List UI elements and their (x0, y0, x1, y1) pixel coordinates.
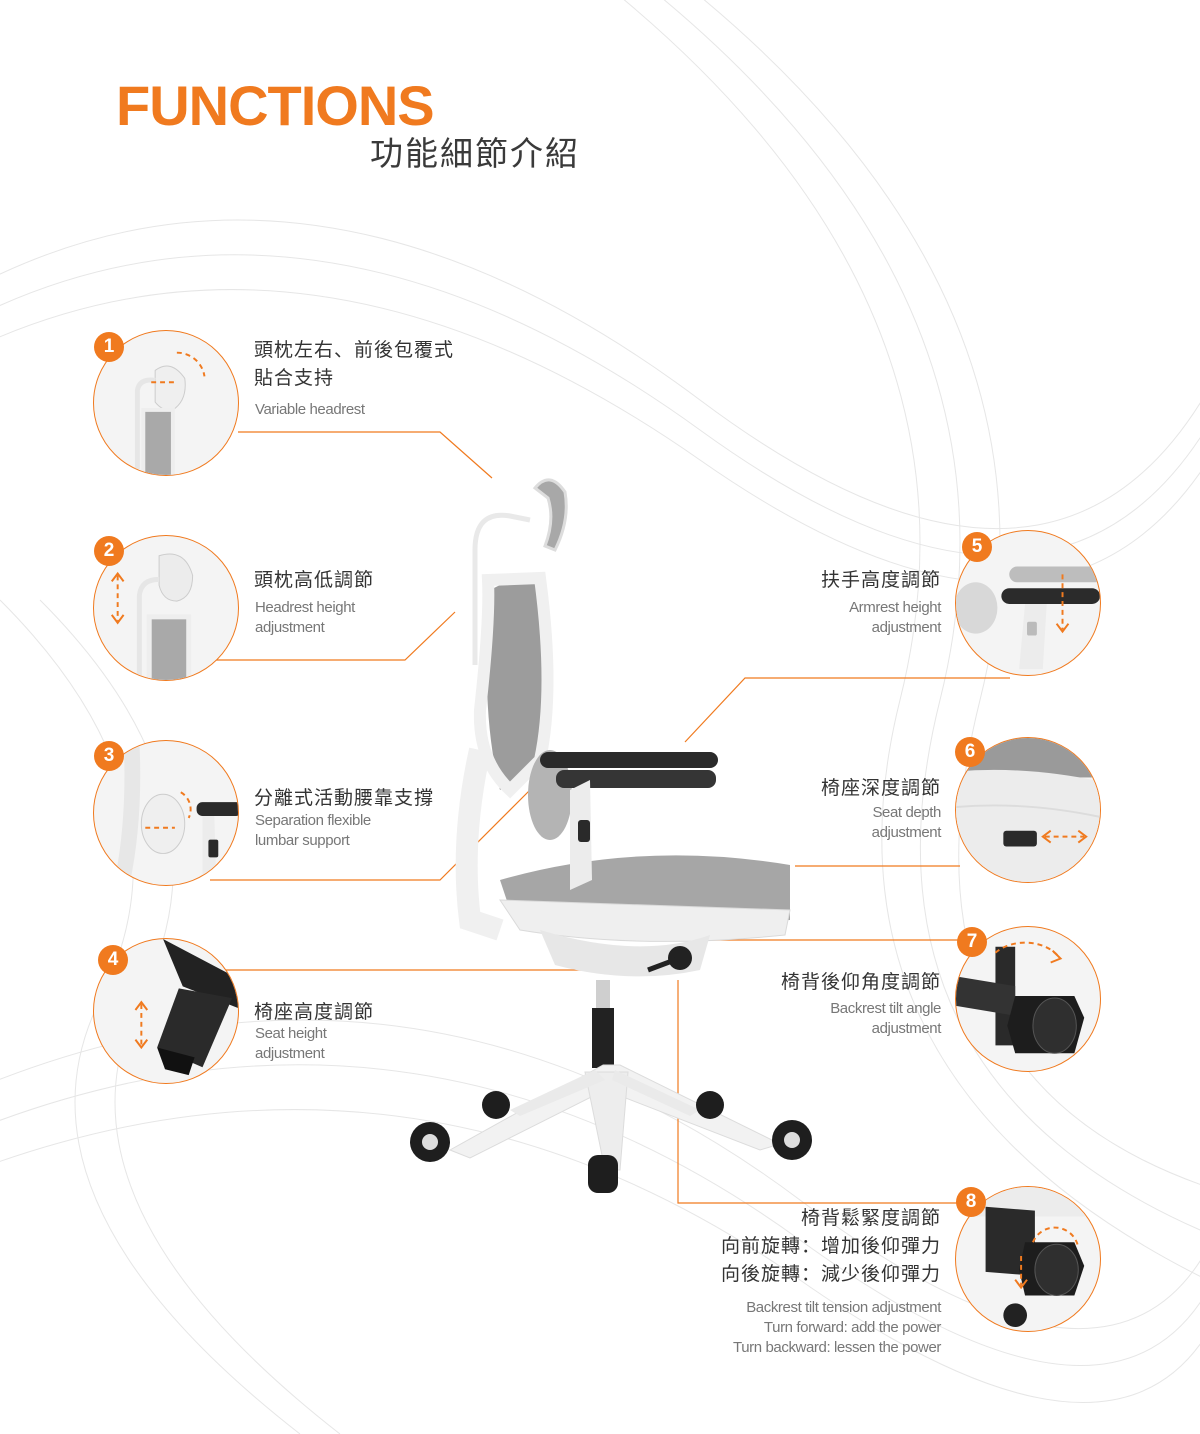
feature-2-description: Headrest height adjustment (255, 598, 355, 638)
feature-6-title: 椅座深度調節 (821, 774, 941, 802)
feature-3-desc-line: lumbar support (255, 832, 350, 849)
feature-1-title-line: 貼合支持 (254, 367, 335, 389)
headrest-icon (134, 351, 206, 475)
feature-8-title-line: 向前旋轉：增加後仰彈力 (720, 1235, 941, 1257)
feature-8-description: Backrest tilt tension adjustment Turn fo… (733, 1298, 941, 1358)
tension-knob-icon (956, 1187, 1100, 1328)
feature-4-desc-line: adjustment (255, 1045, 325, 1062)
feature-8-desc-line: Turn forward: add the power (763, 1319, 941, 1336)
feature-5-desc-line: adjustment (871, 619, 942, 636)
feature-1-desc-line: Variable headrest (255, 401, 365, 418)
page-subtitle: 功能細節介紹 (370, 134, 580, 173)
feature-4-title: 椅座高度調節 (254, 998, 374, 1026)
page-title: FUNCTIONS (116, 74, 435, 137)
feature-3-title: 分離式活動腰靠支撐 (254, 784, 434, 812)
feature-8-number-badge: 8 (956, 1187, 986, 1217)
feature-6-title-line: 椅座深度調節 (820, 777, 941, 799)
feature-4-number-badge: 4 (98, 945, 128, 975)
tilt-knob-icon (956, 941, 1085, 1054)
feature-6-desc-line: adjustment (871, 824, 942, 841)
feature-2-number-badge: 2 (94, 536, 124, 566)
feature-7-desc-line: adjustment (871, 1020, 942, 1037)
feature-3-title-line: 分離式活動腰靠支撐 (254, 787, 435, 809)
headrest-height-icon (110, 553, 194, 680)
feature-5-desc-line: Armrest height (849, 599, 941, 616)
feature-1-description: Variable headrest (255, 400, 365, 420)
feature-7-detail-image (955, 926, 1101, 1072)
feature-8-desc-line: Backrest tilt tension adjustment (746, 1299, 941, 1316)
feature-7-desc-line: Backrest tilt angle (830, 1000, 941, 1017)
feature-1-number-badge: 1 (94, 332, 124, 362)
feature-3-number-badge: 3 (94, 741, 124, 771)
feature-5-description: Armrest height adjustment (849, 598, 941, 638)
feature-2-title-line: 頭枕高低調節 (254, 569, 375, 591)
feature-4-desc-line: Seat height (255, 1025, 327, 1042)
feature-5-number-badge: 5 (962, 532, 992, 562)
feature-6-number-badge: 6 (955, 737, 985, 767)
feature-5-title-line: 扶手高度調節 (820, 569, 941, 591)
feature-2-desc-line: Headrest height (255, 599, 355, 616)
feature-5-title: 扶手高度調節 (821, 566, 941, 594)
feature-2-desc-line: adjustment (255, 619, 325, 636)
feature-7-description: Backrest tilt angle adjustment (830, 999, 941, 1039)
feature-1-title: 頭枕左右、前後包覆式 貼合支持 (254, 336, 454, 392)
feature-1-title-line: 頭枕左右、前後包覆式 (254, 339, 455, 361)
feature-6-description: Seat depth adjustment (871, 803, 942, 843)
office-chair-illustration (410, 478, 812, 1193)
feature-8-detail-image (955, 1186, 1101, 1332)
feature-3-description: Separation flexible lumbar support (255, 811, 371, 851)
feature-2-title: 頭枕高低調節 (254, 566, 374, 594)
feature-8-desc-line: Turn backward: lessen the power (733, 1339, 941, 1356)
feature-7-number-badge: 7 (957, 927, 987, 957)
feature-8-title-line: 向後旋轉：減少後仰彈力 (720, 1263, 941, 1285)
feature-6-desc-line: Seat depth (872, 804, 941, 821)
feature-8-title: 椅背鬆緊度調節 向前旋轉：增加後仰彈力 向後旋轉：減少後仰彈力 (721, 1204, 941, 1288)
seat-lever-icon (134, 939, 238, 1076)
lumbar-icon (113, 741, 238, 885)
feature-4-description: Seat height adjustment (255, 1024, 327, 1064)
armrest-icon (956, 566, 1100, 670)
feature-4-title-line: 椅座高度調節 (254, 1001, 375, 1023)
feature-8-title-line: 椅背鬆緊度調節 (800, 1207, 941, 1229)
feature-7-title: 椅背後仰角度調節 (781, 968, 941, 996)
feature-7-title-line: 椅背後仰角度調節 (780, 971, 941, 993)
feature-3-desc-line: Separation flexible (255, 812, 371, 829)
